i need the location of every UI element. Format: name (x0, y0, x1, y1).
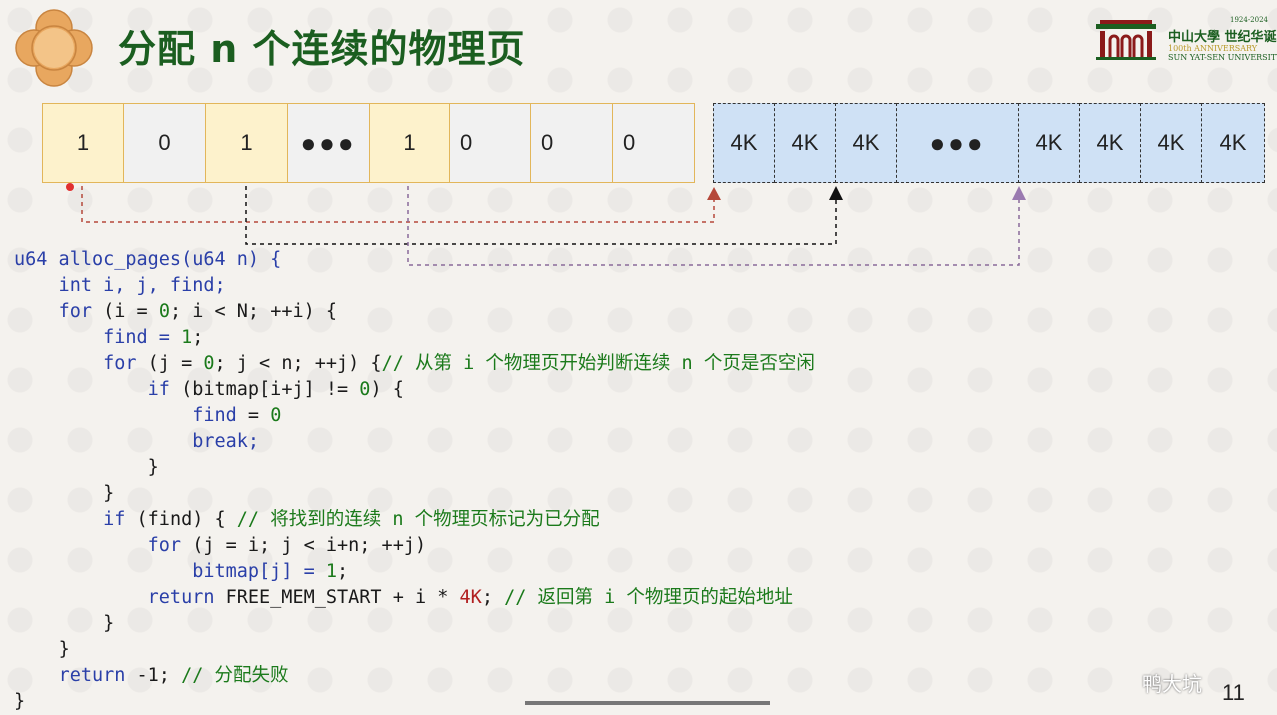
code-line: return -1; // 分配失败 (58, 665, 289, 686)
code-line: } (58, 639, 70, 660)
physical-page-cell: 4K (713, 103, 775, 183)
logo-english-name: SUN YAT-SEN UNIVERSITY (1168, 53, 1277, 62)
logo-years: 1924-2024 (1230, 16, 1268, 24)
code-comment: // 分配失败 (181, 665, 289, 686)
physical-page-cell: 4K (1018, 103, 1080, 183)
bitmap-cell: 0 (123, 103, 206, 183)
physical-page-ellipsis: ●●● (896, 103, 1019, 183)
gate-logo-icon (1096, 20, 1156, 60)
code-line: for (j = 0; j < n; ++j) {// 从第 i 个物理页开始判… (103, 353, 815, 374)
logo-chinese-name: 中山大學 世纪华诞 (1168, 30, 1277, 45)
code-line: } (147, 457, 159, 478)
code-line: return FREE_MEM_START + i * 4K; // 返回第 i… (147, 587, 793, 608)
physical-page-cell: 4K (1201, 103, 1265, 183)
arrow-purple (407, 186, 1026, 266)
physical-page-cell: 4K (835, 103, 897, 183)
logo-anniversary: 100th ANNIVERSARY (1168, 44, 1258, 53)
bitmap-cell: 1 (205, 103, 288, 183)
flower-emblem-icon (15, 9, 93, 87)
physical-page-cell: 4K (774, 103, 836, 183)
code-line: break; (192, 431, 260, 452)
page-number: 11 (1222, 680, 1245, 705)
code-line: } (103, 483, 115, 504)
bitmap-cell: 0 (530, 103, 613, 183)
code-line: int i, j, find; (14, 275, 226, 296)
code-comment: // 将找到的连续 n 个物理页标记为已分配 (236, 509, 600, 530)
slide-title: 分配 n 个连续的物理页 (118, 27, 526, 71)
code-comment: // 返回第 i 个物理页的起始地址 (504, 587, 793, 608)
code-comment: // 从第 i 个物理页开始判断连续 n 个页是否空闲 (381, 353, 815, 374)
code-line: u64 alloc_pages(u64 n) { (14, 249, 282, 270)
code-line: bitmap[j] = 1; (192, 561, 349, 582)
code-line: find = 1; (103, 327, 204, 348)
bitmap-ellipsis: ●●● (287, 103, 370, 183)
arrow-red (66, 183, 721, 223)
bitmap-cell: 0 (612, 103, 695, 183)
code-line: for (j = i; j < i+n; ++j) (147, 535, 427, 556)
corner-watermark-text: 鸭大坑 (1142, 672, 1202, 696)
progress-scrollbar[interactable] (525, 701, 770, 705)
code-line: } (103, 613, 115, 634)
university-logo: 1924-2024 中山大學 世纪华诞 100th ANNIVERSARY SU… (1094, 14, 1277, 64)
code-line: for (i = 0; i < N; ++i) { (58, 301, 338, 322)
code-block: u64 alloc_pages(u64 n) { int i, j, find;… (14, 247, 815, 715)
code-line: find = 0 (192, 405, 282, 426)
arrow-black (245, 186, 843, 245)
code-line: if (find) { // 将找到的连续 n 个物理页标记为已分配 (103, 509, 600, 530)
code-line: } (14, 691, 26, 712)
code-line: if (bitmap[i+j] != 0) { (147, 379, 404, 400)
bitmap-cell: 1 (369, 103, 450, 183)
